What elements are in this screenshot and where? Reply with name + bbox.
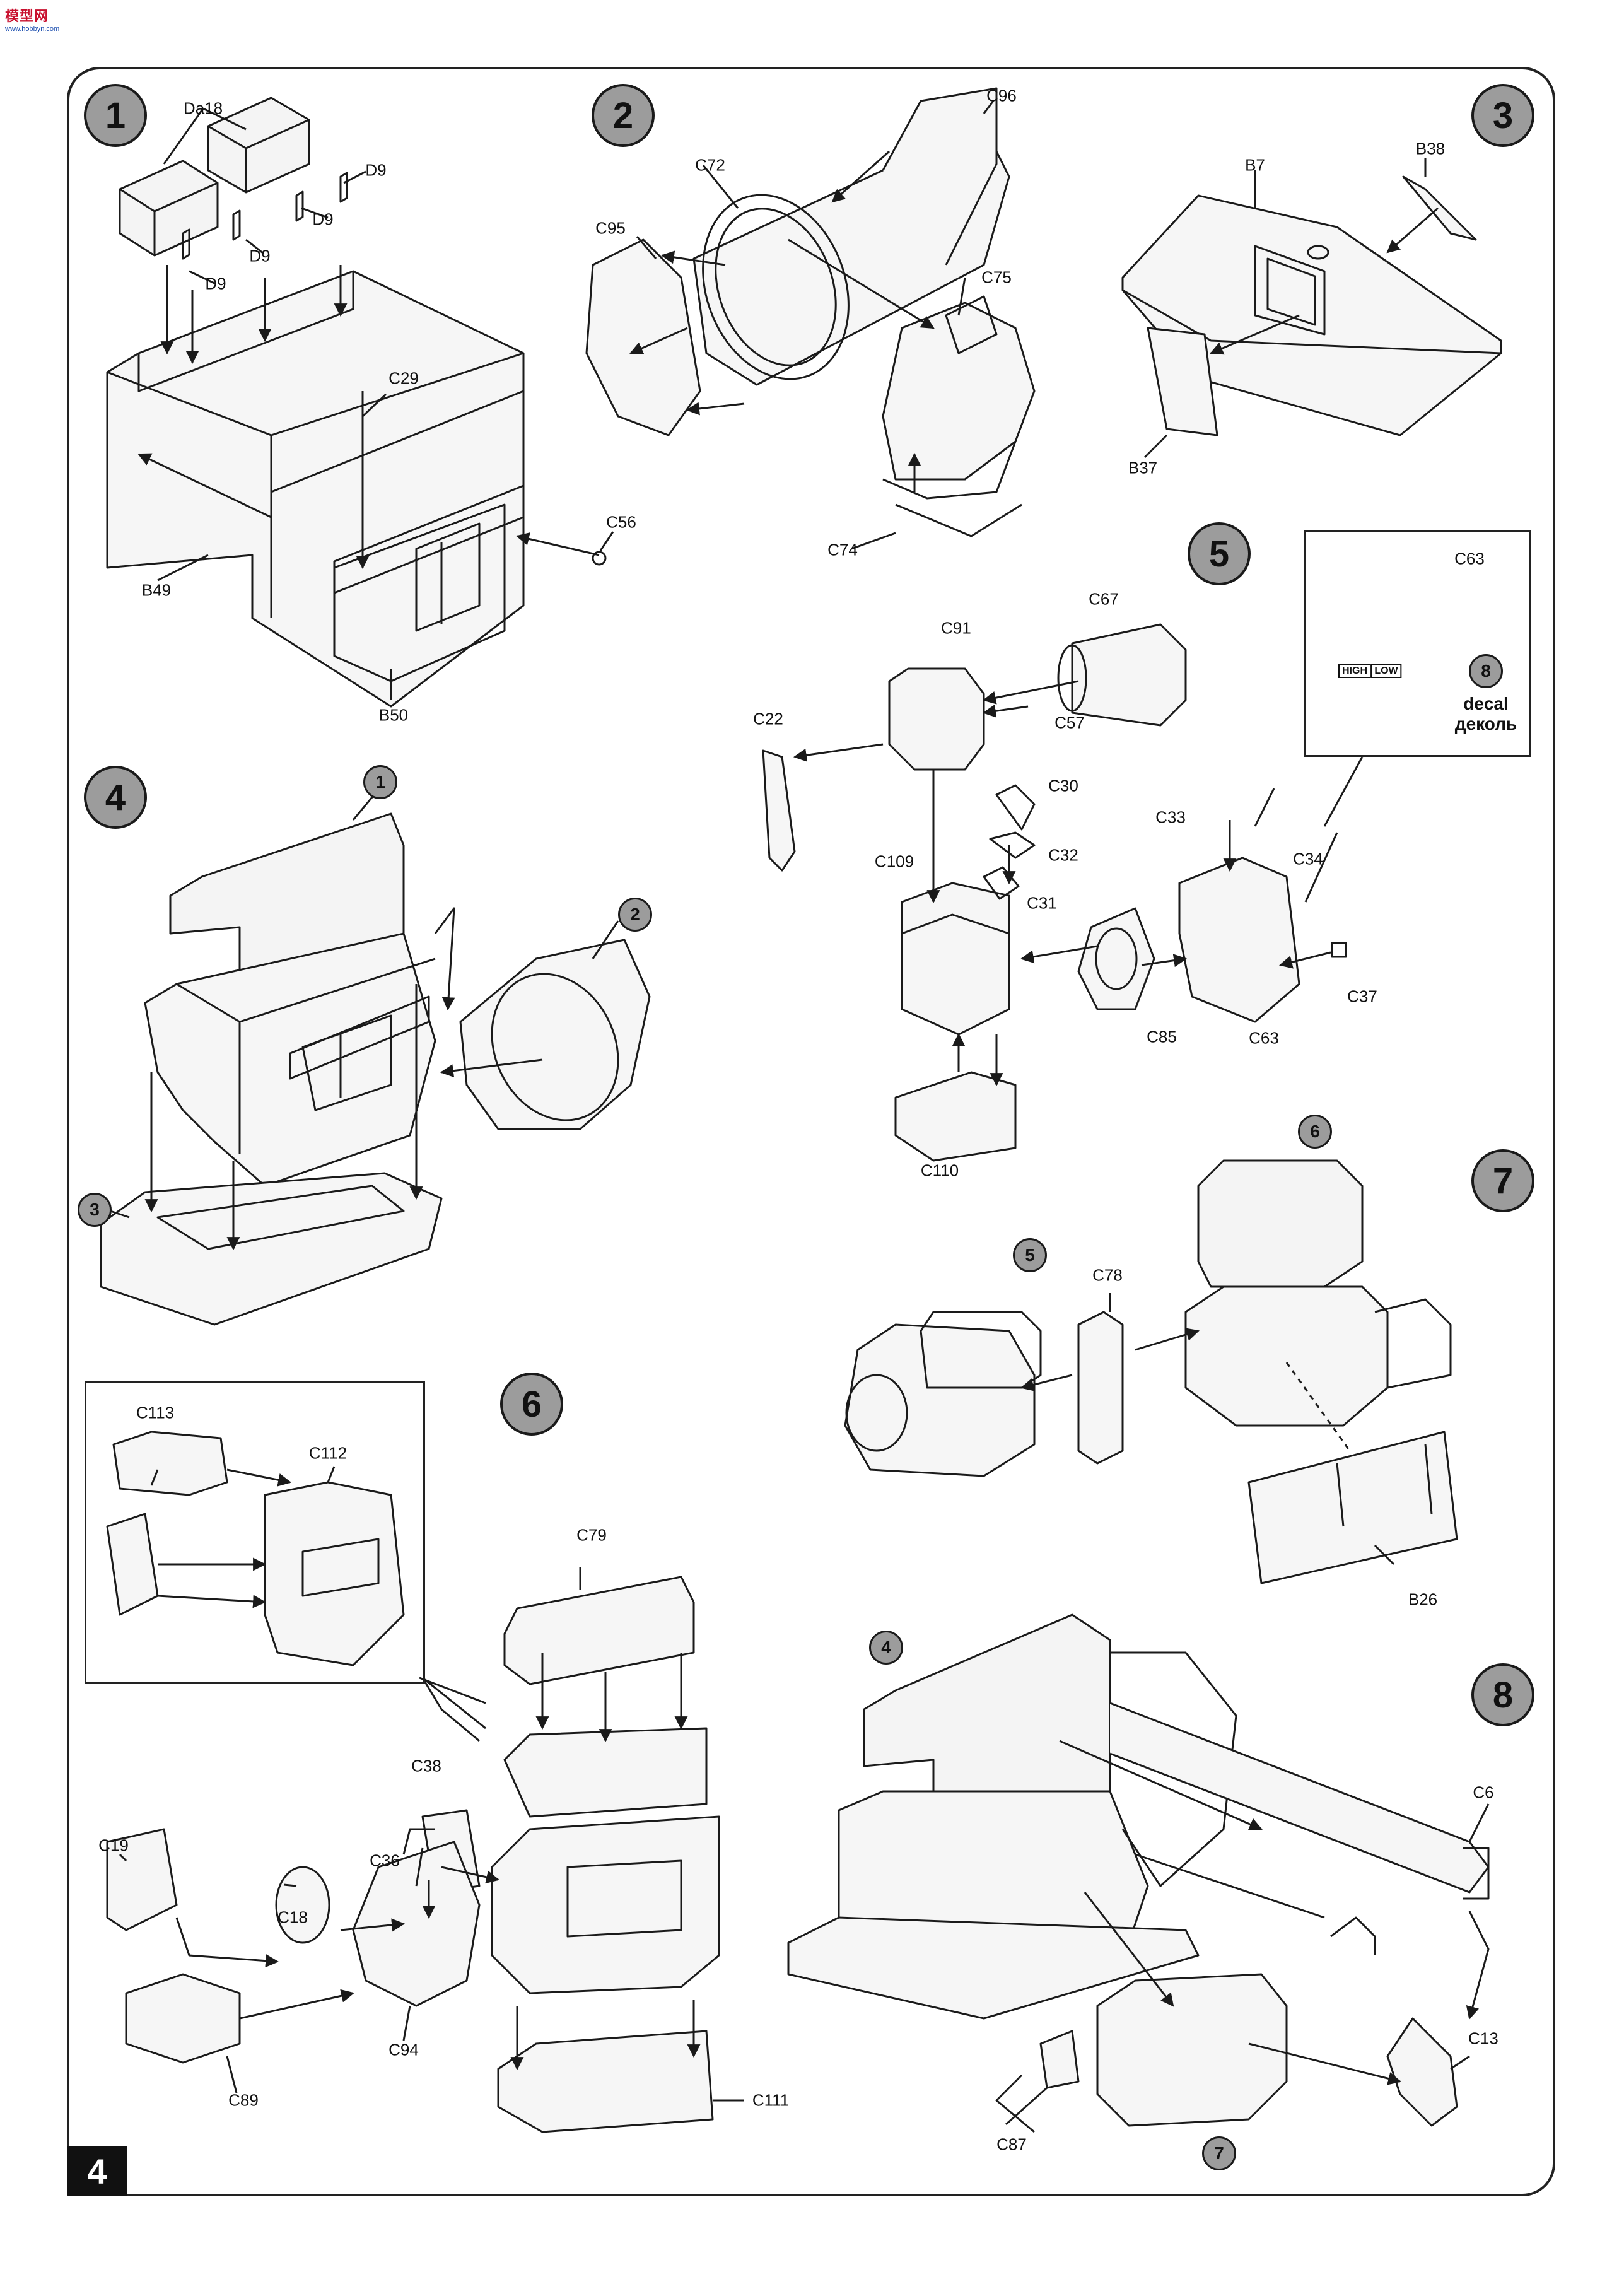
label-c19: C19 xyxy=(98,1836,129,1855)
label-c33: C33 xyxy=(1155,807,1186,827)
site-logo-url: www.hobbyn.com xyxy=(5,25,60,33)
label-b50: B50 xyxy=(378,705,409,725)
label-c31: C31 xyxy=(1027,893,1057,913)
label-b49: B49 xyxy=(141,580,172,600)
step4-ref-1: 1 xyxy=(363,765,397,799)
step8-ref-7: 7 xyxy=(1202,2136,1236,2170)
label-c6: C6 xyxy=(1473,1783,1494,1802)
label-c67: C67 xyxy=(1089,589,1119,609)
label-c79: C79 xyxy=(576,1525,607,1545)
label-c37: C37 xyxy=(1347,987,1377,1006)
step4-ref-2: 2 xyxy=(618,898,652,932)
label-c113: C113 xyxy=(136,1403,175,1422)
label-c112: C112 xyxy=(308,1443,348,1463)
label-c94: C94 xyxy=(388,2040,419,2059)
label-c38: C38 xyxy=(411,1756,441,1776)
label-d9-c: D9 xyxy=(249,246,271,266)
step7-ref-5: 5 xyxy=(1013,1238,1047,1272)
label-c56: C56 xyxy=(606,512,636,532)
step7-ref-6: 6 xyxy=(1298,1115,1332,1149)
label-c87: C87 xyxy=(996,2134,1027,2154)
step6-diagram xyxy=(106,1567,744,2133)
step4-diagram xyxy=(100,789,651,1326)
page-number: 4 xyxy=(67,2146,127,2196)
label-c96: C96 xyxy=(986,86,1017,105)
step6-inset-diagram xyxy=(106,1431,405,1666)
label-c30: C30 xyxy=(1048,776,1078,795)
label-c63-inset: C63 xyxy=(1454,549,1485,568)
step-7-number: 7 xyxy=(1471,1149,1534,1212)
step-1-number: 1 xyxy=(84,84,147,147)
step-4-number: 4 xyxy=(84,766,147,829)
label-c109: C109 xyxy=(874,852,914,871)
step7-diagram xyxy=(844,1159,1458,1584)
label-c95: C95 xyxy=(595,218,626,238)
decal-caption: decal деколь xyxy=(1455,694,1517,734)
step2-diagram xyxy=(585,87,1036,550)
step-8-number: 8 xyxy=(1471,1663,1534,1726)
label-c91: C91 xyxy=(941,618,971,638)
step-5-number: 5 xyxy=(1188,522,1251,585)
step6-detail-inset xyxy=(85,1381,425,1684)
step5-diagram xyxy=(762,623,1347,1162)
inset5-decal-ref: 8 xyxy=(1469,654,1503,688)
step4-ref-3: 3 xyxy=(78,1193,112,1227)
label-c63: C63 xyxy=(1249,1028,1279,1048)
decal-high: HIGH xyxy=(1338,664,1371,678)
label-da18: Da18 xyxy=(183,98,223,118)
site-logo: 模型网 www.hobbyn.com xyxy=(5,5,59,33)
label-b26: B26 xyxy=(1408,1590,1438,1609)
label-b38: B38 xyxy=(1415,139,1446,158)
label-c89: C89 xyxy=(228,2090,259,2110)
label-c32: C32 xyxy=(1048,845,1078,865)
label-c36: C36 xyxy=(370,1851,400,1870)
label-c74: C74 xyxy=(827,540,858,559)
step3-diagram xyxy=(1121,158,1502,459)
step1-diagram xyxy=(106,97,614,708)
label-c85: C85 xyxy=(1147,1027,1177,1046)
label-c78: C78 xyxy=(1092,1265,1123,1285)
step5-detail-inset xyxy=(1304,530,1531,757)
site-logo-text: 模型网 xyxy=(5,8,49,24)
decal-low: LOW xyxy=(1370,664,1402,678)
label-c34: C34 xyxy=(1293,849,1323,869)
label-c111: C111 xyxy=(752,2090,790,2110)
label-d9-b: D9 xyxy=(312,209,334,229)
label-d9-d: D9 xyxy=(205,274,226,293)
label-c75: C75 xyxy=(981,267,1012,287)
page-frame xyxy=(67,67,1555,2196)
label-b7: B7 xyxy=(1245,155,1265,175)
step8-ref-4: 4 xyxy=(869,1631,903,1665)
label-c29: C29 xyxy=(388,368,419,388)
label-c72: C72 xyxy=(695,155,725,175)
step-2-number: 2 xyxy=(592,84,655,147)
label-c18: C18 xyxy=(277,1907,308,1927)
label-c110: C110 xyxy=(920,1161,959,1180)
label-d9-a: D9 xyxy=(365,160,387,180)
decal-caption-en: decal xyxy=(1463,694,1509,713)
step8-diagram xyxy=(787,1613,1490,2133)
label-c57: C57 xyxy=(1054,713,1085,732)
label-c13: C13 xyxy=(1468,2029,1498,2048)
label-b37: B37 xyxy=(1128,458,1158,477)
decal-caption-ru: деколь xyxy=(1454,714,1517,734)
step-3-number: 3 xyxy=(1471,84,1534,147)
step-6-number: 6 xyxy=(500,1373,563,1436)
label-c22: C22 xyxy=(753,709,783,729)
